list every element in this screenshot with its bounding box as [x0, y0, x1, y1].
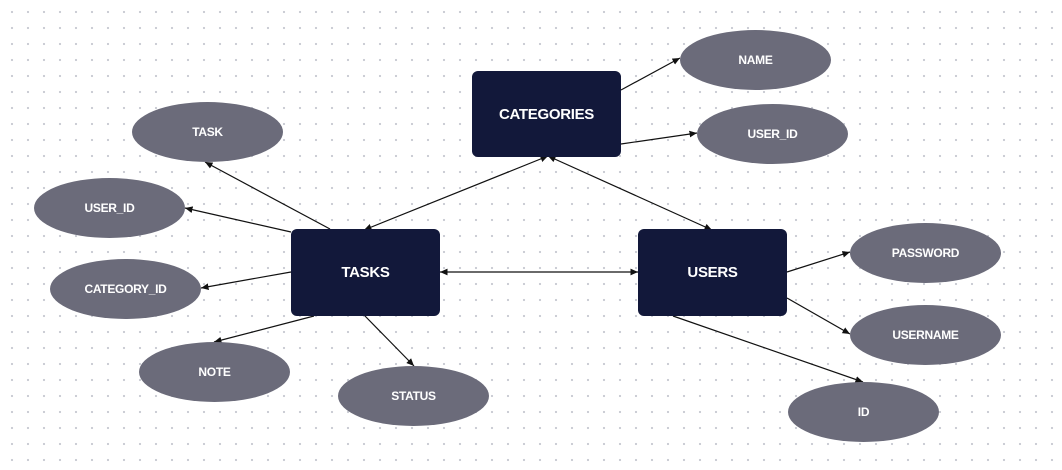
attribute-label: ID: [857, 405, 870, 419]
entity-users[interactable]: USERS: [638, 229, 787, 316]
entity-categories-label: CATEGORIES: [498, 105, 595, 123]
entity-tasks-label: TASKS: [341, 264, 390, 281]
attribute-categories-user-id[interactable]: USER_ID: [697, 104, 848, 164]
connector-users-password: [786, 251, 851, 273]
attribute-label: TASK: [192, 125, 223, 139]
attribute-label: CATEGORY_ID: [84, 282, 167, 296]
attribute-users-username[interactable]: USERNAME: [850, 305, 1001, 365]
connector-tasks-category-id: [200, 271, 292, 290]
attribute-label: NOTE: [198, 365, 231, 379]
entity-tasks[interactable]: TASKS: [291, 229, 440, 316]
attribute-tasks-user-id[interactable]: USER_ID: [34, 178, 185, 238]
attribute-label: NAME: [738, 53, 773, 67]
connector-users-id: [672, 315, 864, 383]
attribute-tasks-status[interactable]: STATUS: [338, 366, 489, 426]
connector-categories-name: [620, 57, 681, 91]
attribute-tasks-note[interactable]: NOTE: [139, 342, 290, 402]
attribute-label: USER_ID: [747, 127, 798, 141]
attribute-tasks-task[interactable]: TASK: [132, 102, 283, 162]
attribute-users-id[interactable]: ID: [788, 382, 939, 442]
attribute-label: USERNAME: [892, 328, 959, 342]
attribute-label: USER_ID: [84, 201, 135, 215]
attribute-tasks-category-id[interactable]: CATEGORY_ID: [50, 259, 201, 319]
attribute-categories-name[interactable]: NAME: [680, 30, 831, 90]
connector-tasks-note: [213, 315, 315, 344]
entity-users-label: USERS: [687, 264, 738, 281]
attribute-label: PASSWORD: [891, 246, 960, 260]
relation-tasks-categories[interactable]: [363, 155, 549, 231]
connector-tasks-task: [204, 161, 331, 230]
attribute-label: STATUS: [391, 389, 436, 403]
entity-categories[interactable]: CATEGORIES: [472, 71, 621, 157]
relation-categories-users[interactable]: [547, 155, 713, 231]
connector-tasks-user-id: [184, 206, 292, 233]
attribute-users-password[interactable]: PASSWORD: [850, 223, 1001, 283]
connector-users-username: [786, 297, 851, 335]
connector-categories-user-id: [620, 130, 698, 145]
connector-tasks-status: [364, 315, 415, 367]
